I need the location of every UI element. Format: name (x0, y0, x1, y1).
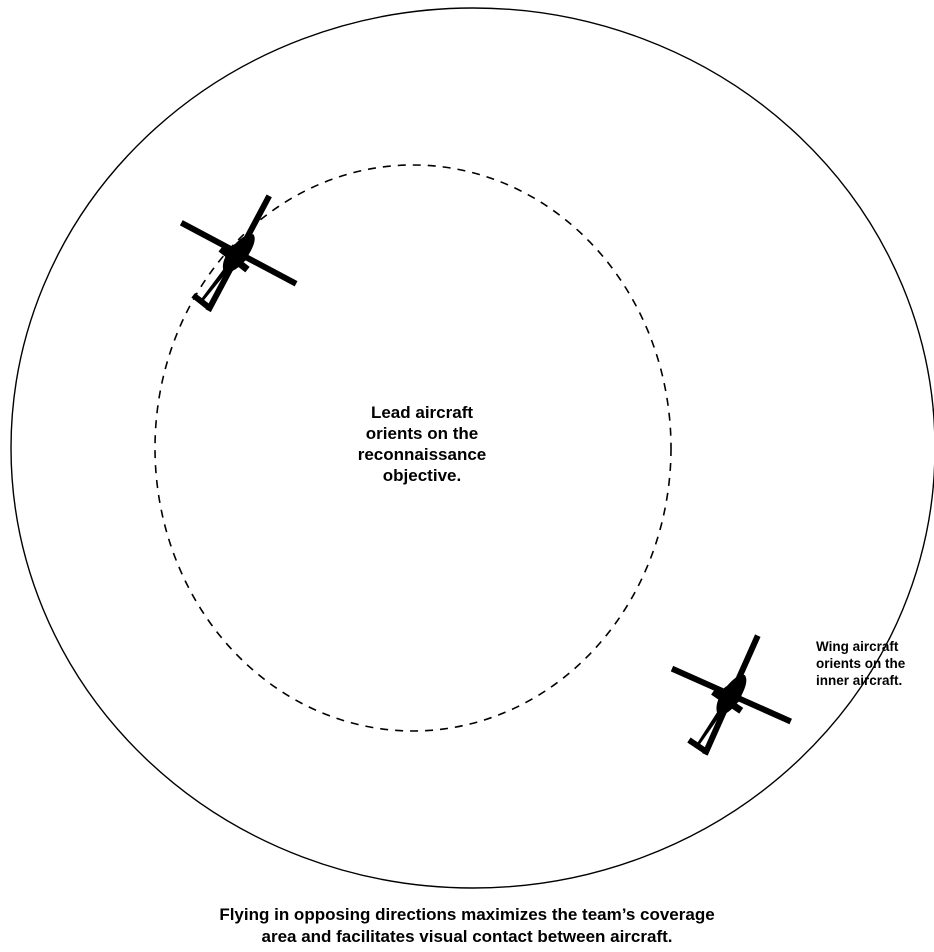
lead-aircraft-note: Lead aircraft orients on the reconnaissa… (322, 402, 522, 486)
figure-caption: Flying in opposing directions maximizes … (0, 904, 934, 948)
wing-note-line: inner aircraft. (816, 672, 934, 689)
caption-line: area and facilitates visual contact betw… (0, 926, 934, 948)
wing-aircraft-note: Wing aircraft orients on the inner aircr… (816, 638, 934, 689)
lead-note-line: reconnaissance (322, 444, 522, 465)
wing-helicopter-icon (642, 605, 821, 784)
wing-note-line: orients on the (816, 655, 934, 672)
wing-note-line: Wing aircraft (816, 638, 934, 655)
lead-helicopter-icon (148, 163, 329, 344)
caption-line: Flying in opposing directions maximizes … (0, 904, 934, 926)
lead-note-line: objective. (322, 465, 522, 486)
lead-note-line: Lead aircraft (322, 402, 522, 423)
lead-note-line: orients on the (322, 423, 522, 444)
